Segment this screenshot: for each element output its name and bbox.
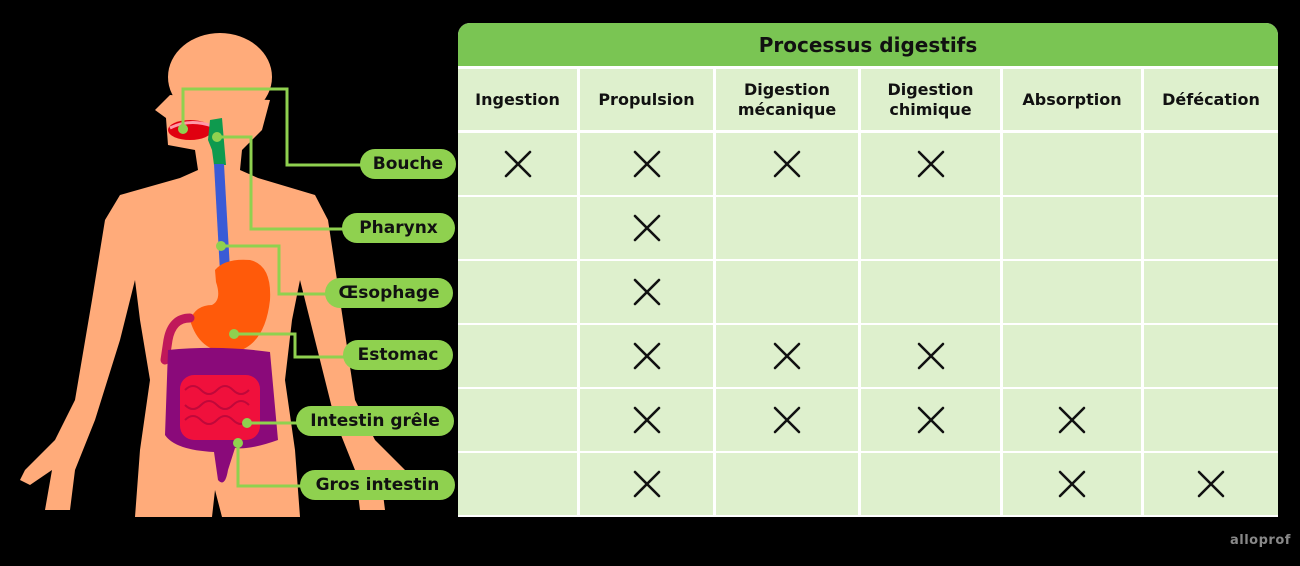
table-cell xyxy=(716,453,858,515)
column-header: Ingestion xyxy=(458,69,577,130)
x-mark-icon xyxy=(1058,470,1086,498)
table-cell xyxy=(1003,133,1141,195)
column-header: Digestion mécanique xyxy=(716,69,858,130)
table-cell xyxy=(861,389,1000,451)
table-cell xyxy=(580,197,713,259)
x-mark-icon xyxy=(633,214,660,242)
table-title: Processus digestifs xyxy=(458,23,1278,66)
table-cell xyxy=(861,453,1000,515)
x-mark-icon xyxy=(1058,406,1086,434)
organ-label-intestin-grele: Intestin grêle xyxy=(296,406,454,436)
table-cell xyxy=(1003,325,1141,387)
table-cell xyxy=(861,197,1000,259)
x-mark-icon xyxy=(633,406,660,434)
table-cell xyxy=(1144,325,1278,387)
column-header: Absorption xyxy=(1003,69,1141,130)
stomach-shape xyxy=(190,259,271,353)
x-mark-icon xyxy=(633,470,660,498)
table-cell xyxy=(1144,197,1278,259)
organ-label-estomac: Estomac xyxy=(343,340,453,370)
table-cell xyxy=(580,261,713,323)
table-cell xyxy=(458,261,577,323)
table-cell xyxy=(1144,261,1278,323)
table-cell xyxy=(716,261,858,323)
table-cell xyxy=(580,325,713,387)
organ-label-pharynx: Pharynx xyxy=(342,213,455,243)
table-cell xyxy=(716,197,858,259)
table-cell xyxy=(580,453,713,515)
table-cell xyxy=(580,389,713,451)
table-cell xyxy=(861,133,1000,195)
table-cell xyxy=(716,325,858,387)
table-cell xyxy=(458,325,577,387)
table-cell xyxy=(580,133,713,195)
x-mark-icon xyxy=(917,342,944,370)
table-cell xyxy=(1144,389,1278,451)
column-header: Digestion chimique xyxy=(861,69,1000,130)
x-mark-icon xyxy=(633,342,660,370)
table-cell xyxy=(458,453,577,515)
x-mark-icon xyxy=(773,406,801,434)
credit-logo: alloprof xyxy=(1230,533,1291,548)
table-cell xyxy=(1144,133,1278,195)
table-cell xyxy=(1003,389,1141,451)
x-mark-icon xyxy=(917,150,944,178)
x-mark-icon xyxy=(633,278,660,306)
table-cell xyxy=(1144,453,1278,515)
x-mark-icon xyxy=(1197,470,1225,498)
table-cell xyxy=(1003,197,1141,259)
table-cell xyxy=(458,389,577,451)
table-cell xyxy=(861,325,1000,387)
column-header: Propulsion xyxy=(580,69,713,130)
table-cell xyxy=(1003,453,1141,515)
table-cell xyxy=(1003,261,1141,323)
table-cell xyxy=(716,133,858,195)
x-mark-icon xyxy=(504,150,531,178)
column-header: Défécation xyxy=(1144,69,1278,130)
table-cell xyxy=(861,261,1000,323)
x-mark-icon xyxy=(773,150,801,178)
organ-label-gros-intestin: Gros intestin xyxy=(300,470,455,500)
table-cell xyxy=(458,197,577,259)
organ-label-bouche: Bouche xyxy=(360,149,456,179)
table-cell xyxy=(458,133,577,195)
x-mark-icon xyxy=(633,150,660,178)
x-mark-icon xyxy=(917,406,944,434)
x-mark-icon xyxy=(773,342,801,370)
organ-label-oesophage: Œsophage xyxy=(325,278,453,308)
table-cell xyxy=(716,389,858,451)
digestive-system-figure xyxy=(20,33,410,517)
